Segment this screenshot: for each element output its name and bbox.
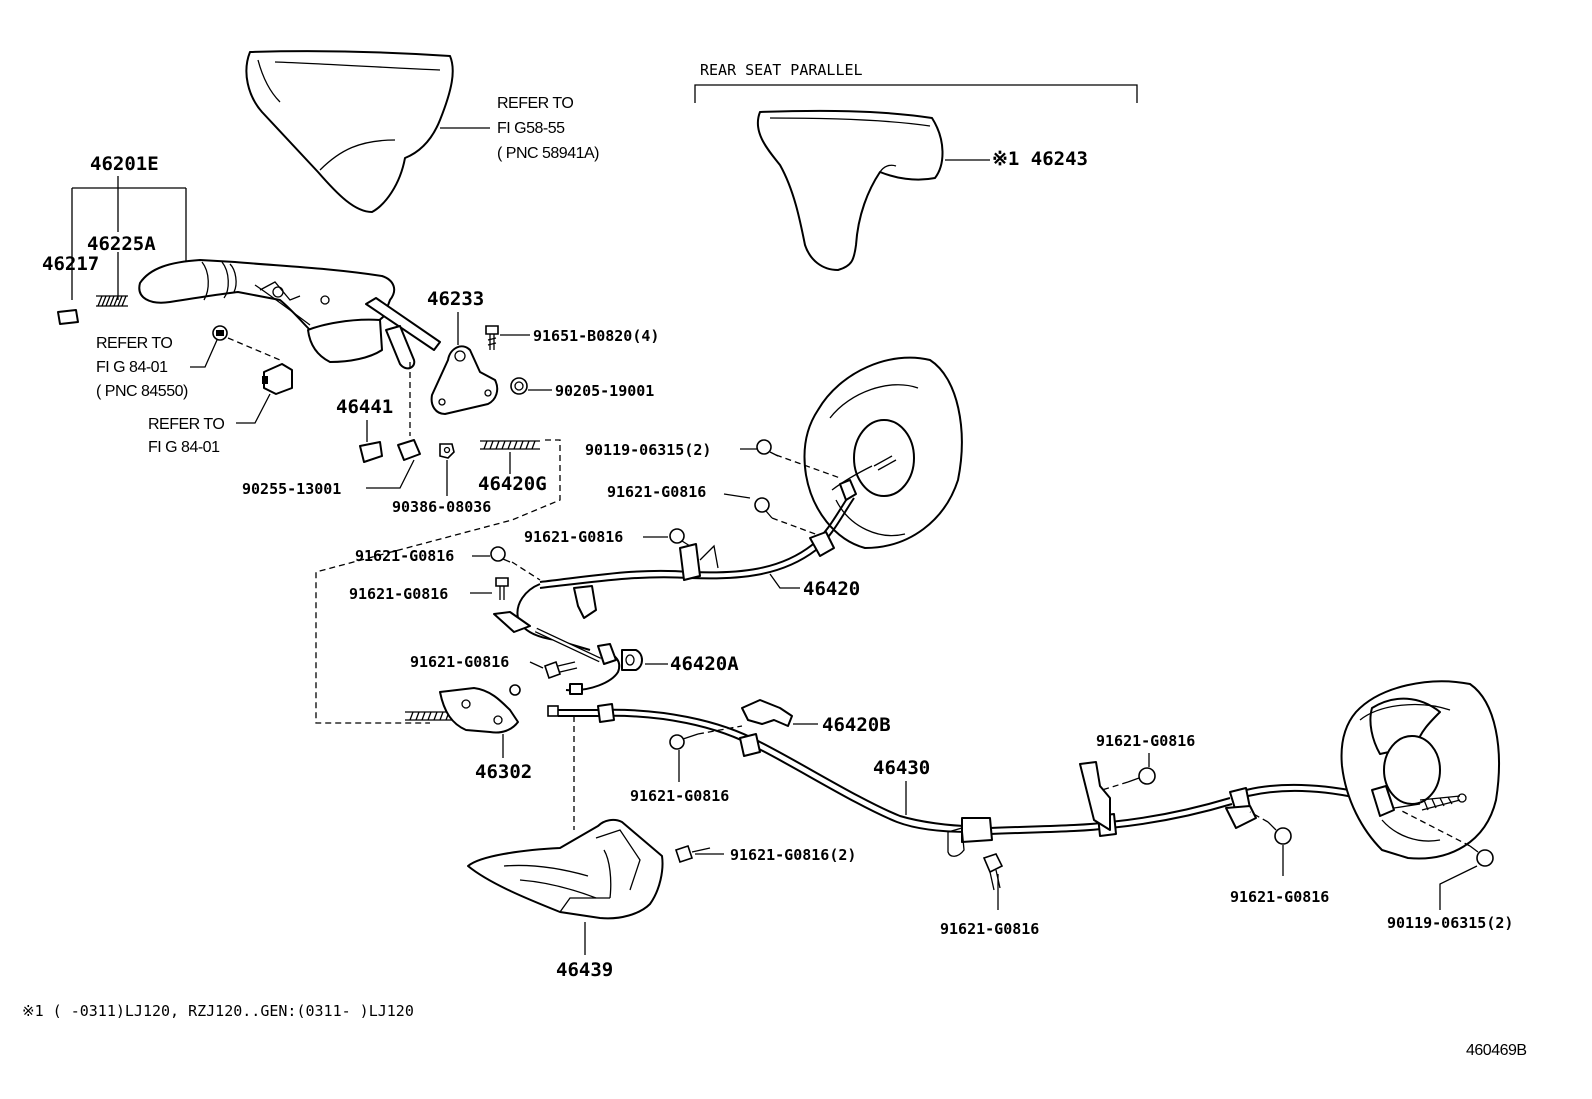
- lever-mount-bracket: [430, 345, 499, 415]
- clevis-pin: [397, 439, 421, 461]
- part-46439[interactable]: 46439: [556, 959, 613, 981]
- cable-46420A: [565, 643, 643, 692]
- part-90119-06315-upper[interactable]: 90119-06315(2): [585, 441, 711, 459]
- part-46420B[interactable]: 46420B: [822, 714, 891, 736]
- lever-button: [57, 309, 79, 325]
- part-46302[interactable]: 46302: [475, 761, 532, 783]
- exhaust-heat-insulator-46439: [467, 818, 664, 920]
- part-46233[interactable]: 46233: [427, 288, 484, 310]
- ref-fig84-b-line2: FI G 84-01: [148, 439, 220, 456]
- part-46420[interactable]: 46420: [803, 578, 860, 600]
- bolt-91621-j: [1267, 821, 1292, 845]
- part-46217[interactable]: 46217: [42, 253, 99, 275]
- figure-id: 460469B: [1466, 1042, 1527, 1059]
- lever-grip-spring: [96, 295, 128, 307]
- part-46441[interactable]: 46441: [336, 396, 393, 418]
- bolt-91621-f: [669, 733, 699, 750]
- ref-fig84-a-line3: ( PNC 84550): [96, 383, 188, 400]
- console-box-cover: [245, 50, 454, 213]
- ref-fig84-a-line1: REFER TO: [96, 335, 172, 352]
- part-91621-g0816-a[interactable]: 91621-G0816: [607, 483, 706, 501]
- brake-switch: [262, 363, 293, 395]
- part-90386-08036[interactable]: 90386-08036: [392, 498, 491, 516]
- bolt-90119-lower: [1469, 845, 1494, 867]
- part-46420G[interactable]: 46420G: [478, 473, 547, 495]
- part-91621-g0816-b[interactable]: 91621-G0816: [524, 528, 623, 546]
- part-91621-g0816-e[interactable]: 91621-G0816: [410, 653, 509, 671]
- bolt-90119-upper: [756, 439, 779, 457]
- bolt-91621-i: [1127, 767, 1156, 785]
- rear-seat-parallel-heading: REAR SEAT PARALLEL: [700, 61, 863, 79]
- ref-fig58-line1: REFER TO: [497, 95, 573, 112]
- part-91621-g0816-c[interactable]: 91621-G0816: [355, 547, 454, 565]
- parking-brake-lever: [138, 259, 441, 370]
- part-91621-g0816-i[interactable]: 91621-G0816: [1096, 732, 1195, 750]
- brake-switch-bolt: [212, 325, 228, 341]
- rear-brake-backing-plate-left: [1340, 680, 1500, 860]
- washer-90205: [510, 377, 528, 395]
- rear-brake-backing-plate-right: [803, 356, 963, 549]
- nut-90386: [439, 443, 455, 459]
- part-46420A[interactable]: 46420A: [670, 653, 739, 675]
- part-91621-g0816-j[interactable]: 91621-G0816: [1230, 888, 1329, 906]
- bolt-91621-c: [490, 546, 511, 563]
- part-91651-b0820[interactable]: 91651-B0820(4): [533, 327, 659, 345]
- part-46243[interactable]: ※1 46243: [992, 148, 1088, 170]
- rear-seat-console-cover: [756, 109, 944, 271]
- cable-end-fittings: [509, 683, 583, 717]
- part-90255-13001[interactable]: 90255-13001: [242, 480, 341, 498]
- adjust-rod-46420G: [480, 440, 540, 450]
- part-90119-06315-lower[interactable]: 90119-06315(2): [1387, 914, 1513, 932]
- part-90205-19001[interactable]: 90205-19001: [555, 382, 654, 400]
- cable-clamp-46420B: [741, 699, 793, 727]
- bolt-91651: [485, 325, 499, 350]
- parking-brake-cable-46420: [539, 479, 857, 589]
- parking-brake-cable-46430: [558, 703, 1381, 857]
- ref-fig84-a-line2: FI G 84-01: [96, 359, 168, 376]
- bolt-91621-h: [982, 853, 1004, 891]
- part-91621-g0816-2[interactable]: 91621-G0816(2): [730, 846, 856, 864]
- bolt-91621-g: [674, 844, 711, 864]
- footnote-applicability: ※1 ( -0311)LJ120, RZJ120..GEN:(0311- )LJ…: [22, 1002, 414, 1020]
- part-91621-g0816-d[interactable]: 91621-G0816: [349, 585, 448, 603]
- equalizer-pin: [359, 441, 383, 463]
- intermediate-lever-46302: [405, 687, 519, 734]
- bolt-91621-d: [495, 577, 509, 600]
- part-46225A[interactable]: 46225A: [87, 233, 156, 255]
- ref-fig58-line3: ( PNC 58941A): [497, 145, 599, 162]
- bolt-91621-e: [543, 660, 578, 680]
- bolt-91621-upper-a: [754, 497, 773, 519]
- cable-guide-front: [493, 583, 602, 663]
- part-91621-g0816-h[interactable]: 91621-G0816: [940, 920, 1039, 938]
- part-46430[interactable]: 46430: [873, 757, 930, 779]
- bolt-91621-upper-b: [669, 528, 691, 547]
- part-91621-g0816-f[interactable]: 91621-G0816: [630, 787, 729, 805]
- ref-fig84-b-line1: REFER TO: [148, 416, 224, 433]
- ref-fig58-line2: FI G58-55: [497, 120, 565, 137]
- part-46201E[interactable]: 46201E: [90, 153, 159, 175]
